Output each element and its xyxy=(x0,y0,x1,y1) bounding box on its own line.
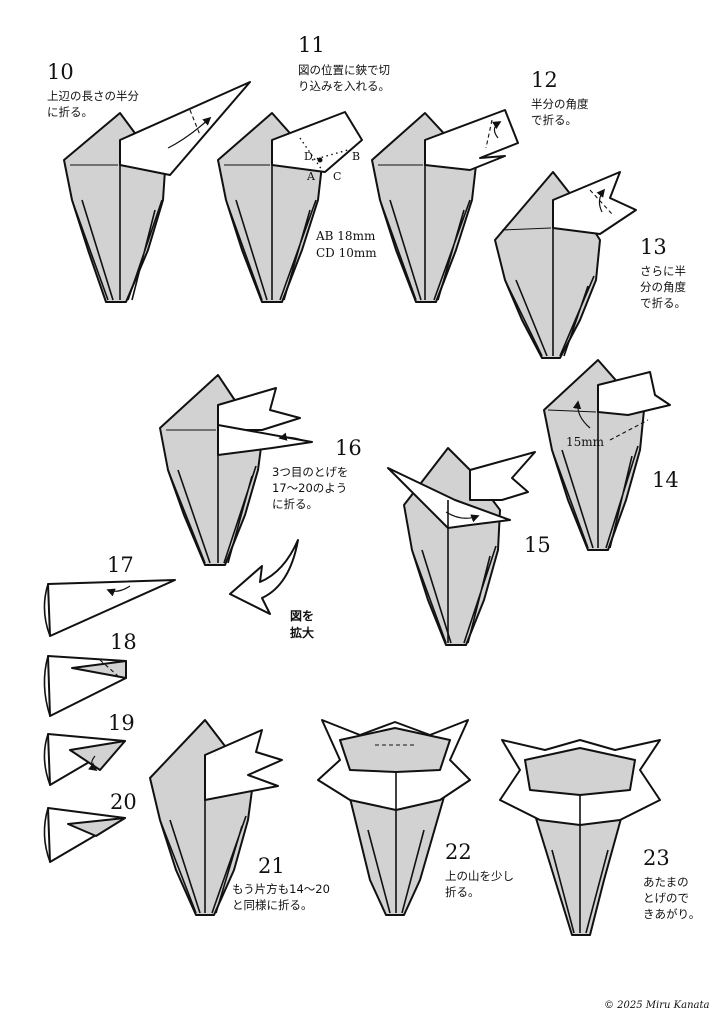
step21-number: 21 xyxy=(258,854,285,878)
step18-number: 18 xyxy=(110,630,137,654)
step14-number: 14 xyxy=(652,468,679,492)
step22-number: 22 xyxy=(445,840,472,864)
enlarge-label: 図を 拡大 xyxy=(290,609,315,640)
step23-text: あたまの とげので きあがり。 xyxy=(643,875,701,921)
step16-text: 3つ目のとげを 17～20のよう に折る。 xyxy=(272,465,349,511)
step13-figure xyxy=(494,171,637,359)
enlarge-arrow xyxy=(229,539,299,615)
step11-point-b: B xyxy=(352,150,361,163)
step11-number: 11 xyxy=(298,33,325,57)
step12-figure xyxy=(371,109,519,303)
step17-figure xyxy=(43,579,176,637)
step16-figure xyxy=(159,374,313,566)
step10-figure xyxy=(63,81,251,303)
copyright: © 2025 Miru Kanata xyxy=(604,1000,710,1011)
step19-figure xyxy=(43,733,126,786)
step11-figure xyxy=(217,111,363,303)
step17-number: 17 xyxy=(107,553,134,577)
step23-number: 23 xyxy=(643,846,670,870)
step21-figure xyxy=(149,719,283,916)
step10-number: 10 xyxy=(47,60,74,84)
step11-point-c: C xyxy=(333,170,342,183)
step12-number: 12 xyxy=(531,68,558,92)
step20-number: 20 xyxy=(110,790,137,814)
step11-text: 図の位置に鋏で切 り込みを入れる。 xyxy=(298,63,390,93)
step19-number: 19 xyxy=(108,711,135,735)
step12-text: 半分の角度 で折る。 xyxy=(531,97,589,127)
step22-text: 上の山を少し 折る。 xyxy=(445,869,514,899)
step15-number: 15 xyxy=(524,533,551,557)
step13-text: さらに半 分の角度 で折る。 xyxy=(640,264,686,310)
step18-figure xyxy=(43,655,127,717)
step16-number: 16 xyxy=(335,436,362,460)
step11-measure: AB 18mm CD 10mm xyxy=(316,229,377,260)
step14-measure: 15mm xyxy=(566,435,605,449)
step23-figure xyxy=(499,739,661,936)
step11-point-d: D xyxy=(304,150,313,163)
step13-number: 13 xyxy=(640,235,667,259)
step21-text: もう片方も14～20 と同様に折る。 xyxy=(232,882,330,912)
step10-text: 上辺の長さの半分 に折る。 xyxy=(47,89,139,119)
step20-figure xyxy=(43,807,126,863)
step15-figure xyxy=(387,447,536,646)
step22-figure xyxy=(317,719,471,916)
step11-point-a: A xyxy=(307,170,315,183)
step14-figure xyxy=(543,359,671,551)
